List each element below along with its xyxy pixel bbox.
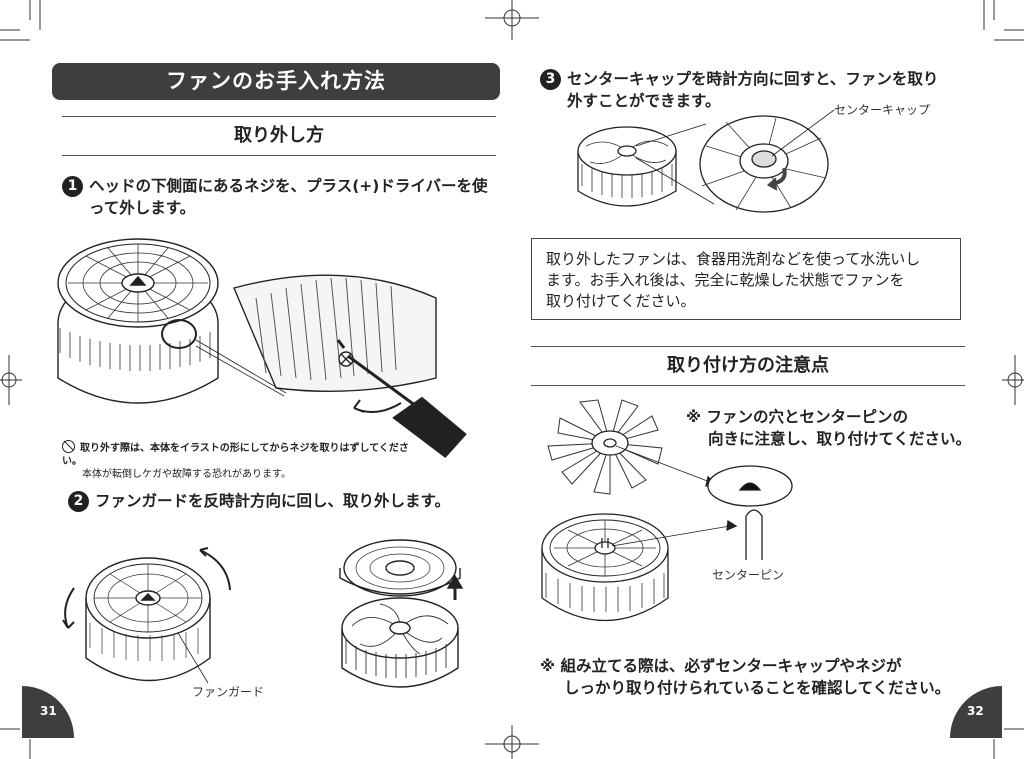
step-3-text-line2: 外すことができます。 bbox=[567, 92, 721, 110]
caution-line1: 取り外す際は、本体をイラストの形にしてからネジを取りはずしてください。 bbox=[62, 443, 409, 467]
fan-center-pin-illustration bbox=[541, 399, 793, 622]
page-number: 31 bbox=[40, 704, 57, 718]
caution-note: 取り外す際は、本体をイラストの形にしてからネジを取りはずしてください。 本体が転… bbox=[62, 440, 422, 481]
wash-line2: ます。お手入れ後は、完全に乾燥した状態でファンを bbox=[546, 271, 905, 289]
step-number-badge: 3 bbox=[540, 69, 561, 90]
step-2-text: ファンガードを反時計方向に回し、取り外します。 bbox=[95, 492, 450, 510]
section-title-removal: 取り外し方 bbox=[62, 116, 496, 156]
assembly-note: ※ 組み立てる際は、必ずセンターキャップやネジが しっかり取り付けられていること… bbox=[540, 655, 980, 699]
center-cap-illustration bbox=[577, 109, 835, 213]
washing-instructions-box: 取り外したファンは、食器用洗剤などを使って水洗いし ます。お手入れ後は、完全に乾… bbox=[531, 238, 961, 320]
fan-head-screw-illustration bbox=[57, 238, 467, 459]
step-1-text-line2: って外します。 bbox=[89, 199, 196, 217]
page-number: 32 bbox=[967, 704, 984, 718]
step-number-badge: 2 bbox=[68, 491, 89, 512]
center-cap-label: センターキャップ bbox=[834, 103, 931, 117]
section-title-attach-notes: 取り付け方の注意点 bbox=[531, 346, 965, 386]
wash-line1: 取り外したファンは、食器用洗剤などを使って水洗いし bbox=[546, 250, 921, 268]
section-title-text: 取り付け方の注意点 bbox=[667, 355, 829, 376]
step-1: 1 ヘッドの下側面にあるネジを、プラス(+)ドライバーを使 って外します。 bbox=[62, 175, 512, 219]
final-note-line2: しっかり取り付けられていることを確認してください。 bbox=[564, 679, 951, 697]
pin-note-line2: 向きに注意し、取り付けてください。 bbox=[708, 430, 972, 448]
fan-guard-label: ファンガード bbox=[192, 685, 265, 699]
step-1-text-line1: ヘッドの下側面にあるネジを、プラス(+)ドライバーを使 bbox=[89, 177, 488, 195]
center-pin-label: センターピン bbox=[712, 568, 785, 582]
step-2: 2 ファンガードを反時計方向に回し、取り外します。 bbox=[68, 490, 498, 512]
fan-guard-removal-illustration bbox=[62, 539, 464, 688]
step-3-text-line1: センターキャップを時計方向に回すと、ファンを取り bbox=[567, 70, 939, 88]
step-3: 3 センターキャップを時計方向に回すと、ファンを取り 外すことができます。 bbox=[540, 68, 970, 112]
prohibited-icon bbox=[62, 440, 75, 453]
page-banner-title: ファンのお手入れ方法 bbox=[52, 63, 500, 100]
final-note-line1: ※ 組み立てる際は、必ずセンターキャップやネジが bbox=[540, 657, 902, 675]
section-title-text: 取り外し方 bbox=[234, 125, 324, 146]
wash-line3: 取り付けてください。 bbox=[546, 292, 696, 310]
step-number-badge: 1 bbox=[62, 176, 83, 197]
pin-note-line1: ※ ファンの穴とセンターピンの bbox=[686, 408, 908, 426]
caution-line2: 本体が転倒しケガや故障する恐れがあります。 bbox=[82, 469, 291, 480]
pin-orientation-note: ※ ファンの穴とセンターピンの 向きに注意し、取り付けてください。 bbox=[686, 406, 976, 450]
